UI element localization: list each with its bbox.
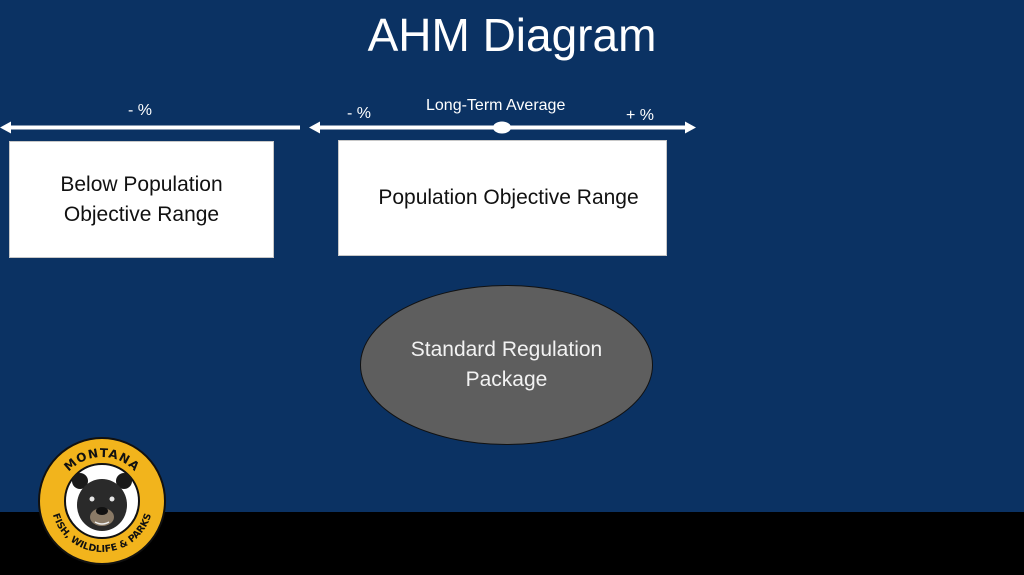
below-range-line-2: Objective Range xyxy=(63,202,220,226)
below-population-objective-range-box: Below Population Objective Range xyxy=(9,141,274,258)
page-title: AHM Diagram xyxy=(367,9,657,61)
objective-range-left-arrowhead xyxy=(309,121,320,134)
footer-bar xyxy=(0,512,1024,575)
long-term-average-label: Long-Term Average xyxy=(426,97,566,114)
objective-range-plus-label: + % xyxy=(626,107,655,124)
objective-range-right-arrowhead xyxy=(685,121,696,134)
objective-range-minus-label: - % xyxy=(347,105,371,122)
objective-range-text: Population Objective Range xyxy=(378,186,639,209)
population-objective-range-box: Population Objective Range xyxy=(338,140,667,256)
montana-fwp-logo: MONTANA FISH, WILDLIFE & PARKS xyxy=(38,437,166,565)
oval-line-1: Standard Regulation xyxy=(410,338,603,361)
oval-line-2: Package xyxy=(465,368,548,391)
standard-regulation-package-oval: Standard Regulation Package xyxy=(360,285,653,445)
below-range-minus-label: - % xyxy=(128,102,152,119)
below-range-line-1: Below Population xyxy=(60,172,223,196)
range-arrows xyxy=(0,121,696,134)
below-range-arrowhead xyxy=(0,121,11,134)
bear-icon xyxy=(72,473,132,531)
long-term-average-marker xyxy=(493,121,511,134)
